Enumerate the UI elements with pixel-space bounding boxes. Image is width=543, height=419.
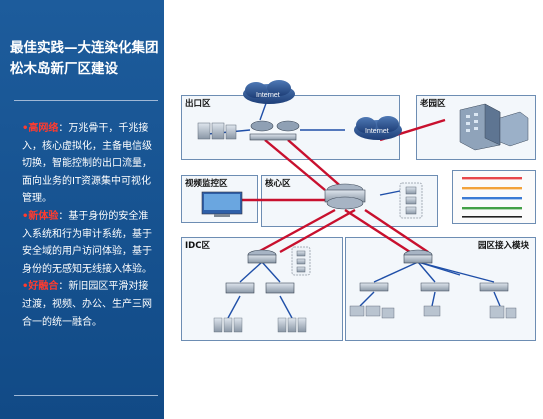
page-title: 最佳实践—大连染化集团松木岛新厂区建设: [10, 40, 159, 77]
section-3-text: ：新旧园区平滑对接过渡，视频、办公、生产三网合一的统一融合。: [22, 281, 152, 328]
core-switches: [324, 183, 366, 210]
video-monitor-icon: [201, 191, 243, 217]
uplink-lines: [240, 118, 446, 254]
exit-servers: [197, 122, 237, 140]
park-core-switch: [403, 249, 433, 264]
idc-server-racks: [213, 317, 307, 333]
old-park-zone-label: 老园区: [420, 99, 446, 109]
section-2-text: ：基于身份的安全准入系统和行为审计系统，基于安全域的用户访问体验，基于身份的无感…: [22, 210, 152, 275]
idc-switches: [225, 249, 295, 294]
internet-label-right: Internet: [365, 128, 389, 135]
bottom-divider: [14, 395, 158, 396]
exit-routers: [249, 120, 300, 141]
left-panel: 最佳实践—大连染化集团松木岛新厂区建设 •高网络：万兆骨干，千兆接入，核心虚拟化…: [0, 0, 164, 419]
section-1-tag: •高网络: [22, 123, 59, 134]
idc-side-servers: [291, 246, 311, 276]
section-2-tag: •新体验: [22, 210, 59, 222]
legend-bars: [462, 177, 522, 218]
section-3-tag: •好融合: [22, 281, 59, 293]
video-zone-label: 视频监控区: [185, 179, 228, 189]
park-access-zone-label: 园区接入模块: [478, 241, 530, 251]
description: •高网络：万兆骨干，千兆接入，核心虚拟化，主备电信级切换，智能控制的出口流量，面…: [22, 120, 158, 331]
internet-label-top: Internet: [256, 92, 280, 99]
title-divider: [14, 100, 158, 101]
building-icon: [459, 103, 529, 151]
core-servers: [399, 182, 423, 219]
internet-cloud-top: Internet: [243, 80, 295, 104]
exit-zone-label: 出口区: [185, 99, 211, 109]
idc-zone-label: IDC区: [185, 241, 210, 251]
core-zone-label: 核心区: [265, 179, 291, 189]
section-1-text: ：万兆骨干，千兆接入，核心虚拟化，主备电信级切换，智能控制的出口流量，面向业务的…: [22, 123, 152, 205]
park-endpoints: [349, 305, 517, 319]
internet-cloud-right: Internet: [354, 116, 402, 140]
park-access-switches: [359, 282, 509, 292]
